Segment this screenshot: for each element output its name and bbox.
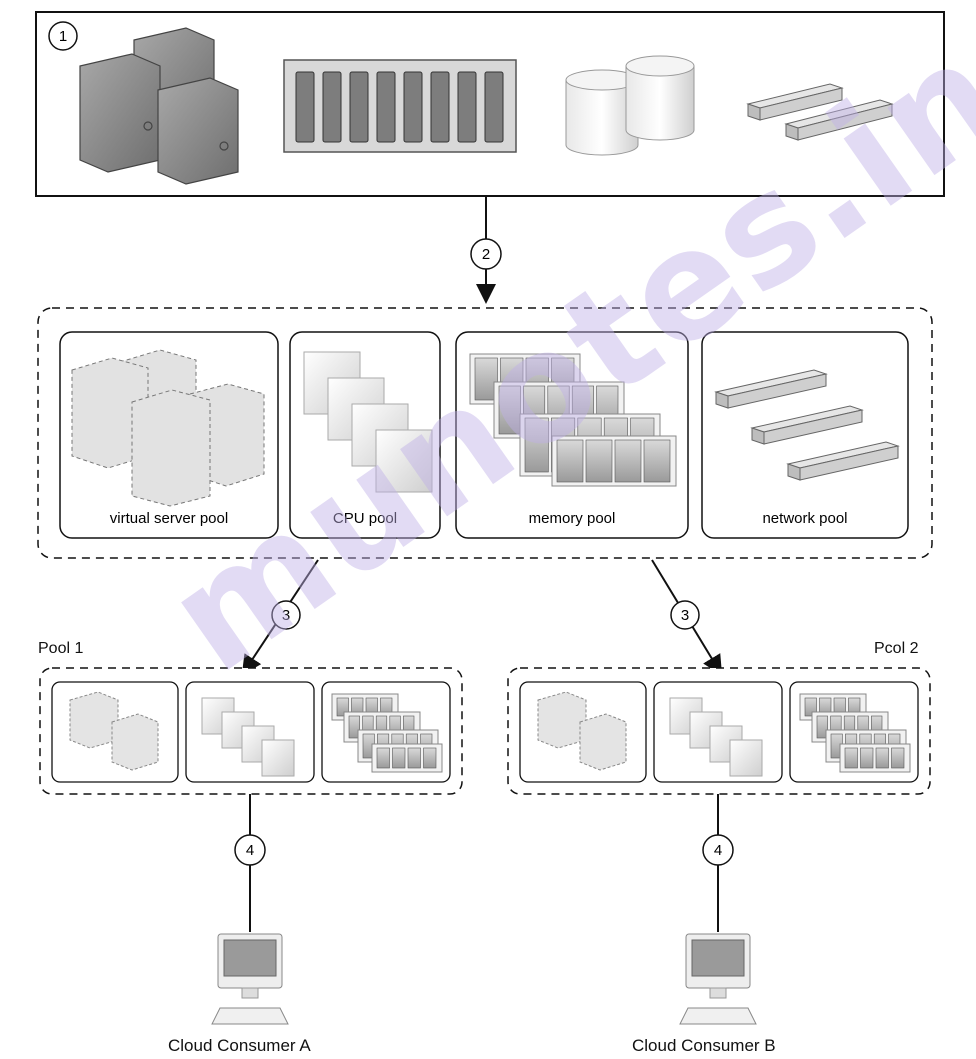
memory-slot	[614, 439, 642, 483]
network-pool: network pool	[701, 331, 909, 539]
memory-modules-icon	[799, 693, 911, 773]
consumer-a-label: Cloud Consumer A	[168, 1036, 311, 1055]
memory-slot	[556, 439, 584, 483]
storage-cylinders-icon	[565, 55, 695, 156]
memory-slot	[336, 697, 349, 717]
rack-slot	[376, 71, 396, 143]
memory-slot	[376, 747, 390, 769]
cpu-pool-label: CPU pool	[333, 510, 397, 527]
step-4b-number: 4	[714, 842, 722, 859]
connector-pool-2-to-consumer-b: 4	[702, 794, 734, 932]
connector-pool-1-to-consumer-a: 4	[234, 794, 266, 932]
memory-slot	[407, 747, 421, 769]
memory-slot	[816, 715, 828, 739]
pool-2-label: Pcol 2	[874, 640, 919, 657]
memory-slot	[585, 439, 613, 483]
rack-slot	[295, 71, 315, 143]
memory-slot	[524, 417, 549, 473]
cpu-pool: CPU pool	[289, 331, 441, 539]
step-3a-number: 3	[282, 607, 290, 624]
cpu-cards-icon	[669, 697, 763, 777]
step-1-marker: 1	[48, 21, 78, 51]
cpu-card	[375, 429, 433, 493]
network-switches-icon	[746, 83, 894, 141]
virtual-server-pool: virtual server pool	[59, 331, 279, 539]
connector-physical-to-pools: 2	[470, 196, 502, 304]
pool-2-container	[507, 667, 931, 795]
step-4a-number: 4	[246, 842, 254, 859]
memory-slot	[498, 385, 521, 435]
pool-1-container	[39, 667, 463, 795]
network-pool-label: network pool	[762, 510, 847, 527]
rack-slot	[349, 71, 369, 143]
rack-slot	[484, 71, 504, 143]
processor-rack-icon	[283, 59, 517, 153]
step-2-number: 2	[482, 246, 490, 263]
step-3b-number: 3	[681, 607, 689, 624]
memory-modules-icon	[331, 693, 443, 773]
virtual-servers-icon	[537, 691, 627, 771]
virtual-server-pool-label: virtual server pool	[110, 510, 228, 527]
memory-pool-label: memory pool	[529, 510, 616, 527]
memory-slot	[804, 697, 817, 717]
memory-slot	[860, 747, 874, 769]
rack-slot	[403, 71, 423, 143]
connector-to-pool-2: 3	[651, 559, 723, 676]
rack-slot	[430, 71, 450, 143]
rack-slot	[322, 71, 342, 143]
connector-to-pool-1: 3	[241, 559, 319, 676]
virtual-servers-icon	[69, 691, 159, 771]
memory-slot	[423, 747, 437, 769]
physical-servers-icon	[79, 27, 239, 185]
memory-slot	[891, 747, 905, 769]
memory-slot	[844, 747, 858, 769]
consumer-b-computer-icon	[679, 933, 757, 1025]
consumer-b-label: Cloud Consumer B	[632, 1036, 776, 1055]
step-1-number: 1	[59, 28, 67, 45]
rack-slot	[457, 71, 477, 143]
memory-slot	[875, 747, 889, 769]
memory-pool: memory pool	[455, 331, 689, 539]
cpu-cards-icon	[201, 697, 295, 777]
consumer-a-computer-icon	[211, 933, 289, 1025]
pool-1-label: Pool 1	[38, 640, 84, 657]
memory-slot	[643, 439, 671, 483]
memory-slot	[474, 357, 498, 401]
memory-slot	[392, 747, 406, 769]
memory-slot	[348, 715, 360, 739]
